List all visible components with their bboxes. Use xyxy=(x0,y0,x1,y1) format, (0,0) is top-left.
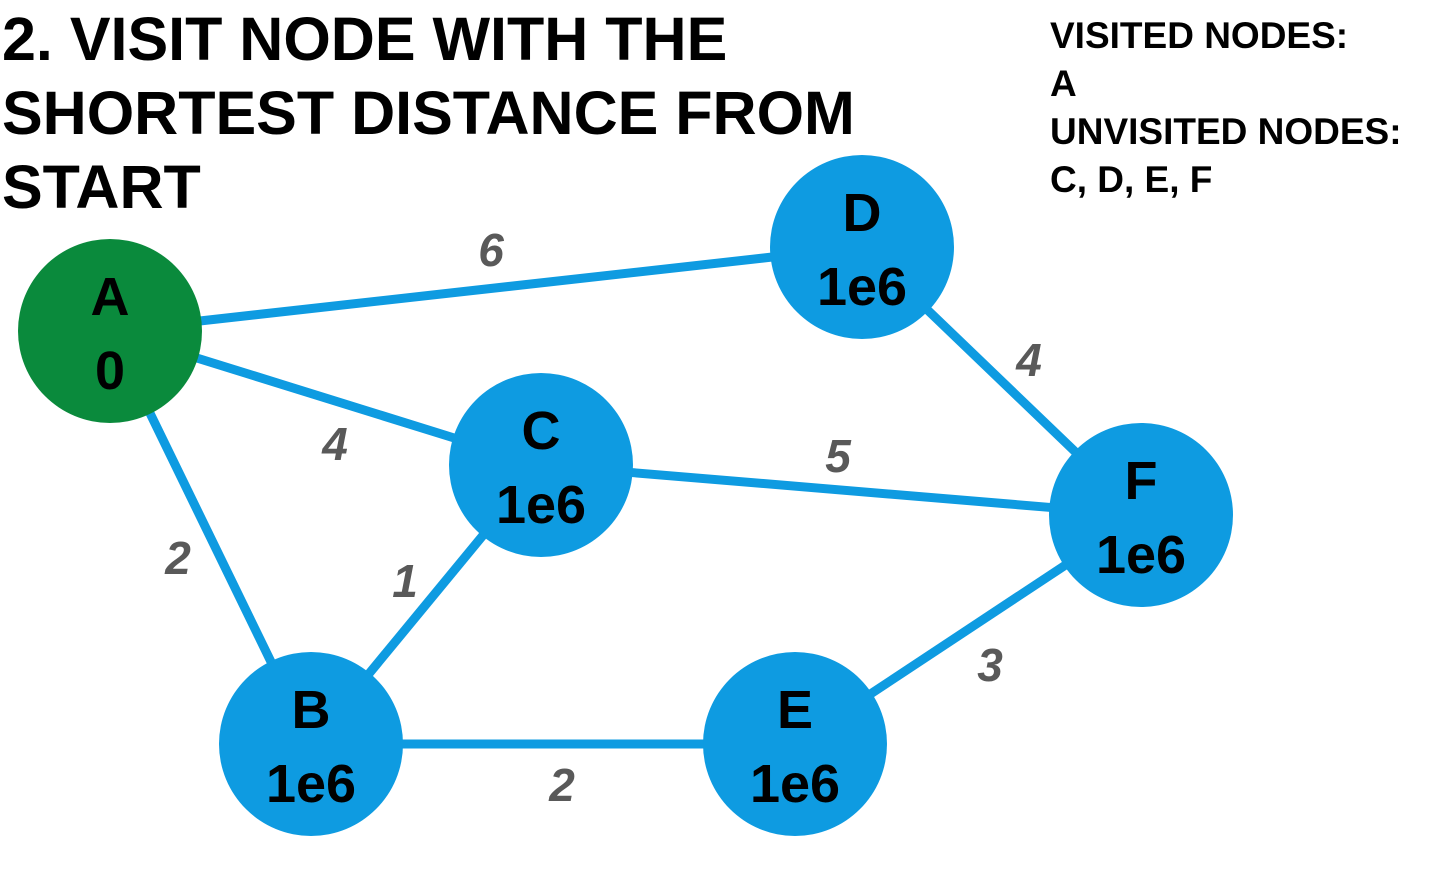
page-title: 2. VISIT NODE WITH THE SHORTEST DISTANCE… xyxy=(2,2,922,224)
edge-a-c xyxy=(192,352,459,444)
node-distance-label: 1e6 xyxy=(266,754,356,814)
visited-nodes-label: VISITED NODES: xyxy=(1050,15,1349,56)
node-circle xyxy=(449,373,633,557)
edge-a-d xyxy=(196,252,776,326)
edge-e-f xyxy=(865,559,1071,700)
node-distance-label: 1e6 xyxy=(496,475,586,535)
node-distance-label: 1e6 xyxy=(1096,525,1186,585)
title-line: 2. VISIT NODE WITH THE xyxy=(2,5,728,73)
edge-weight-e-f: 3 xyxy=(977,639,1003,691)
edges-layer xyxy=(144,252,1081,749)
edge-weights-layer: 6 4 2 1 2 5 4 3 xyxy=(164,224,1042,811)
edge-weight-d-f: 4 xyxy=(1015,334,1042,386)
edge-weight-b-c: 1 xyxy=(392,555,418,607)
title-line: SHORTEST DISTANCE FROM xyxy=(2,79,855,147)
node-circle xyxy=(1049,423,1233,607)
unvisited-nodes-list: C, D, E, F xyxy=(1050,159,1213,200)
node-distance-label: 1e6 xyxy=(750,754,840,814)
edge-a-b xyxy=(144,408,277,667)
node-name-label: C xyxy=(522,401,561,461)
unvisited-nodes-label: UNVISITED NODES: xyxy=(1050,111,1402,152)
node-distance-label: 1e6 xyxy=(817,257,907,317)
edge-weight-c-f: 5 xyxy=(825,430,852,482)
node-a: A0 xyxy=(18,239,202,423)
visited-nodes-list: A xyxy=(1050,63,1077,104)
node-e: E 1e6 xyxy=(703,652,887,836)
edge-c-f xyxy=(628,467,1054,513)
edge-d-f xyxy=(922,304,1081,458)
node-status-panel: VISITED NODES: A UNVISITED NODES: C, D, … xyxy=(1050,12,1402,204)
node-c: C 1e6 xyxy=(449,373,633,557)
node-circle xyxy=(770,155,954,339)
node-circle xyxy=(18,239,202,423)
node-circle xyxy=(703,652,887,836)
node-name-label: D xyxy=(843,183,882,243)
edge-weight-a-d: 6 xyxy=(478,224,504,276)
node-d: D 1e6 xyxy=(770,155,954,339)
node-b: B 1e6 xyxy=(219,652,403,836)
node-distance-label: 0 xyxy=(95,341,125,401)
node-name-label: E xyxy=(777,680,813,740)
edge-weight-b-e: 2 xyxy=(548,759,575,811)
node-f: F 1e6 xyxy=(1049,423,1233,607)
title-line: START xyxy=(2,153,201,221)
edge-weight-a-b: 2 xyxy=(164,532,191,584)
node-circle xyxy=(219,652,403,836)
node-name-label: F xyxy=(1125,451,1158,511)
node-name-label: B xyxy=(292,680,331,740)
edge-b-c xyxy=(363,530,489,679)
node-name-label: A xyxy=(91,267,130,327)
edge-weight-a-c: 4 xyxy=(321,418,348,470)
